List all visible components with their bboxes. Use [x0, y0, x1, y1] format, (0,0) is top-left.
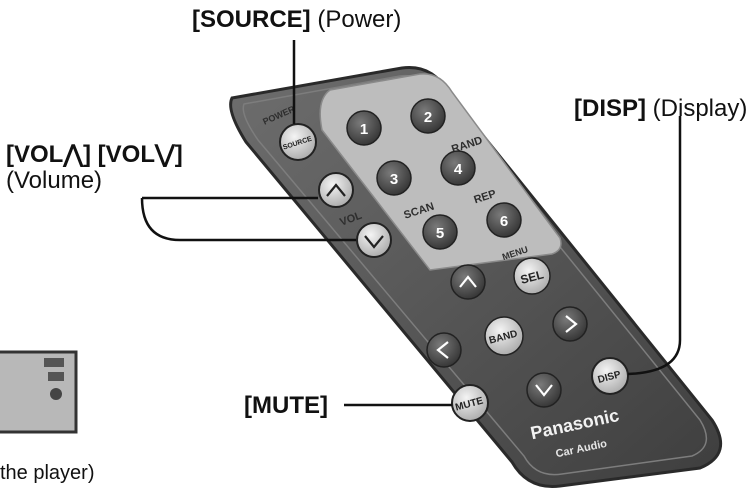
disp-desc-label: (Display) [652, 95, 748, 122]
down-arrow-button[interactable] [526, 372, 562, 408]
disp-callout: [DISP] (Display) [574, 96, 747, 122]
volume-desc-label: (Volume) [6, 167, 103, 194]
number-button-4[interactable]: 4 [440, 150, 476, 186]
number-button-2[interactable]: 2 [410, 98, 446, 134]
source-callout: [SOURCE] (Power) [192, 7, 401, 33]
volume-key-label: [VOL⋀] [VOL⋁] [6, 141, 183, 168]
thumbnail-icon [50, 388, 62, 400]
svg-text:2: 2 [424, 109, 432, 126]
disp-leader-line [627, 116, 682, 376]
chevron-down-icon [535, 384, 553, 397]
vol-up-button[interactable] [318, 172, 354, 208]
source-desc-label: (Power) [317, 6, 402, 33]
volume-callout: [VOL⋀] [VOL⋁] (Volume) [6, 142, 183, 194]
svg-text:6: 6 [500, 213, 508, 230]
mute-button[interactable]: MUTE [451, 384, 489, 422]
right-arrow-button[interactable] [552, 306, 588, 342]
chevron-down-icon [364, 235, 384, 249]
up-arrow-button[interactable] [450, 264, 486, 300]
left-arrow-button[interactable] [426, 332, 462, 368]
mute-key-label: [MUTE] [244, 392, 328, 419]
disp-key-label: [DISP] [574, 95, 646, 122]
player-thumbnail [0, 350, 78, 434]
svg-text:3: 3 [390, 171, 398, 188]
chevron-up-icon [326, 183, 346, 197]
svg-text:SEL: SEL [519, 267, 545, 287]
source-remote-button[interactable]: SOURCE [279, 123, 317, 161]
vol-down-leader-line [140, 197, 356, 242]
chevron-right-icon [565, 315, 578, 333]
thumbnail-caption: the player) [0, 462, 95, 484]
svg-text:1: 1 [360, 121, 368, 138]
disp-button[interactable]: DISP [591, 357, 629, 395]
chevron-left-icon [436, 341, 449, 359]
svg-text:5: 5 [436, 225, 444, 242]
number-button-3[interactable]: 3 [376, 160, 412, 196]
chevron-up-icon [459, 275, 477, 288]
vol-down-button[interactable] [356, 222, 392, 258]
sel-button[interactable]: SEL [513, 257, 551, 295]
number-button-5[interactable]: 5 [422, 214, 458, 250]
thumbnail-icon [44, 358, 64, 367]
thumbnail-icon [48, 372, 64, 381]
source-key-label: [SOURCE] [192, 6, 311, 33]
leader-lines [140, 40, 682, 407]
number-button-1[interactable]: 1 [346, 110, 382, 146]
svg-text:4: 4 [454, 161, 463, 178]
band-button[interactable]: BAND [484, 316, 524, 356]
mute-callout: [MUTE] [244, 393, 328, 419]
number-button-6[interactable]: 6 [486, 202, 522, 238]
